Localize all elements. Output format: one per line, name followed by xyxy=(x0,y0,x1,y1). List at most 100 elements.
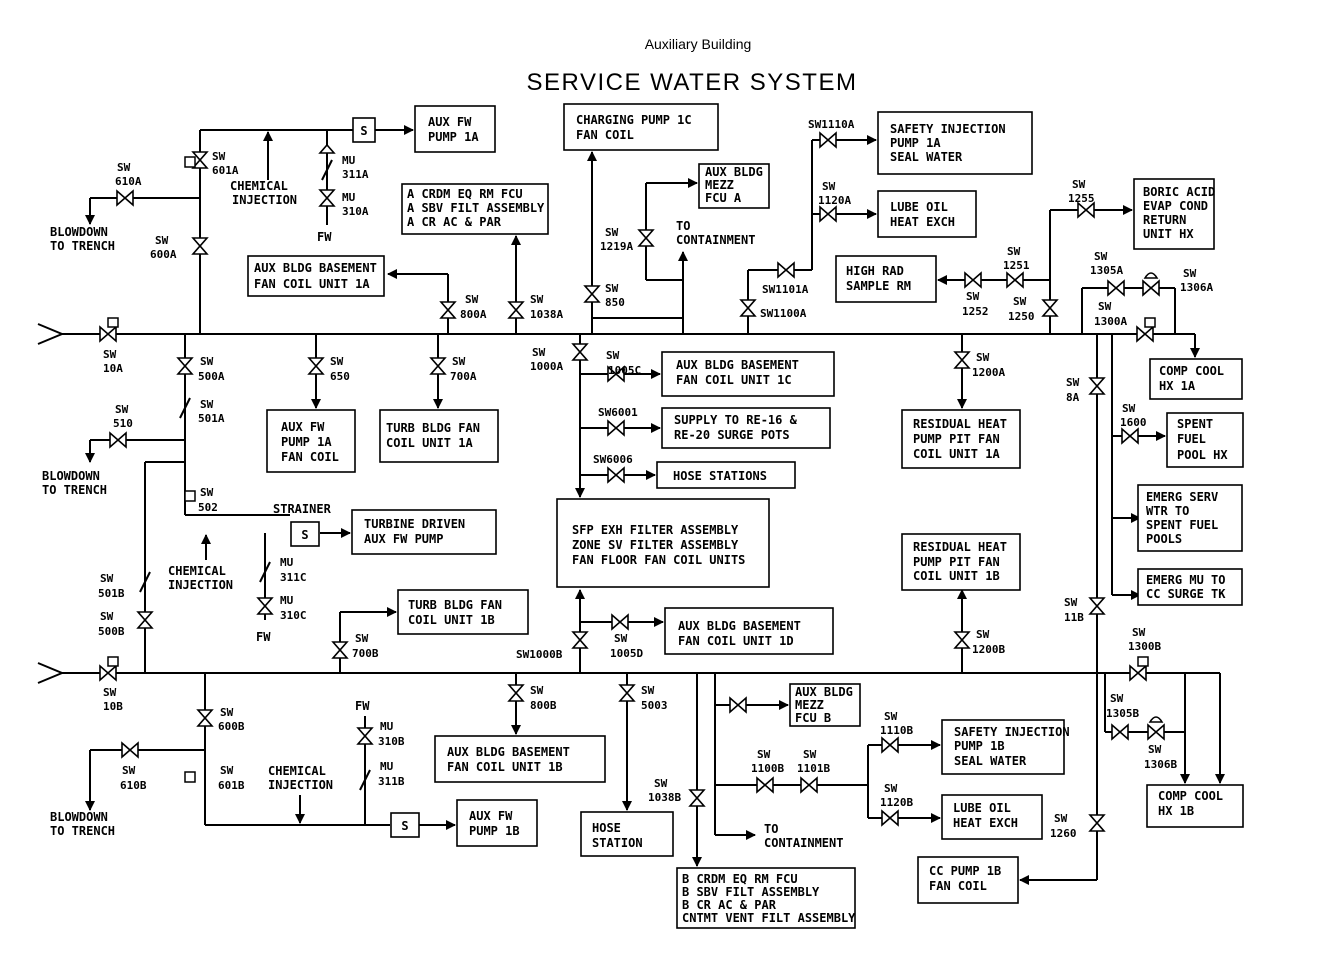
svg-text:SW: SW xyxy=(530,684,544,697)
piping xyxy=(37,125,1225,885)
svg-text:AUX FW: AUX FW xyxy=(469,809,513,823)
label-strainer: STRAINER xyxy=(273,502,332,516)
svg-text:SW: SW xyxy=(122,764,136,777)
svg-text:SW: SW xyxy=(532,346,546,359)
svg-text:INJECTION: INJECTION xyxy=(268,778,333,792)
svg-text:700B: 700B xyxy=(352,647,379,660)
svg-text:COIL UNIT 1A: COIL UNIT 1A xyxy=(913,447,1000,461)
svg-text:FAN COIL UNIT 1A: FAN COIL UNIT 1A xyxy=(254,277,370,291)
svg-text:SW: SW xyxy=(614,632,628,645)
svg-text:SW: SW xyxy=(200,355,214,368)
svg-text:SW1101A: SW1101A xyxy=(762,283,809,296)
svg-text:1306B: 1306B xyxy=(1144,758,1177,771)
svg-text:1120B: 1120B xyxy=(880,796,913,809)
svg-text:SW: SW xyxy=(1013,295,1027,308)
svg-text:TURB BLDG FAN: TURB BLDG FAN xyxy=(386,421,480,435)
svg-text:HEAT EXCH: HEAT EXCH xyxy=(953,816,1018,830)
svg-text:SW: SW xyxy=(1066,376,1080,389)
svg-text:10A: 10A xyxy=(103,362,123,375)
svg-text:SAFETY INJECTION: SAFETY INJECTION xyxy=(890,122,1006,136)
svg-text:CNTMT VENT FILT ASSEMBLY: CNTMT VENT FILT ASSEMBLY xyxy=(682,911,856,925)
svg-text:311A: 311A xyxy=(342,168,369,181)
svg-text:SW: SW xyxy=(976,628,990,641)
svg-text:FAN COIL: FAN COIL xyxy=(281,450,339,464)
svg-text:SW: SW xyxy=(1094,250,1108,263)
svg-text:TO TRENCH: TO TRENCH xyxy=(50,824,115,838)
svg-text:SW: SW xyxy=(117,161,131,174)
svg-text:1200B: 1200B xyxy=(972,643,1005,656)
svg-text:INJECTION: INJECTION xyxy=(232,193,297,207)
svg-text:SW: SW xyxy=(1064,596,1078,609)
svg-text:FAN COIL: FAN COIL xyxy=(929,879,987,893)
svg-text:SW: SW xyxy=(530,293,544,306)
svg-text:SW: SW xyxy=(200,398,214,411)
svg-text:FCU B: FCU B xyxy=(795,711,831,725)
svg-text:CC PUMP 1B: CC PUMP 1B xyxy=(929,864,1001,878)
tag-sw-500a: SW 500A xyxy=(198,355,225,383)
svg-text:800A: 800A xyxy=(460,308,487,321)
diagram-title: SERVICE WATER SYSTEM xyxy=(527,69,858,96)
svg-text:HX 1B: HX 1B xyxy=(1158,804,1194,818)
svg-text:SW1000B: SW1000B xyxy=(516,648,563,661)
svg-text:TO: TO xyxy=(764,822,778,836)
svg-text:FAN COIL UNIT 1B: FAN COIL UNIT 1B xyxy=(447,760,563,774)
svg-text:311B: 311B xyxy=(378,775,405,788)
svg-text:HIGH RAD: HIGH RAD xyxy=(846,264,904,278)
svg-text:510: 510 xyxy=(113,417,133,430)
svg-text:PUMP 1B: PUMP 1B xyxy=(954,739,1005,753)
svg-text:SW: SW xyxy=(1148,743,1162,756)
svg-text:SAMPLE RM: SAMPLE RM xyxy=(846,279,911,293)
svg-text:ZONE SV FILTER ASSEMBLY: ZONE SV FILTER ASSEMBLY xyxy=(572,538,739,552)
tag-sw-6001: SW6001 xyxy=(598,406,638,419)
svg-text:850: 850 xyxy=(605,296,625,309)
tag-sw-1200b: SW 1200B xyxy=(972,628,1005,656)
svg-text:CHEMICAL: CHEMICAL xyxy=(268,764,326,778)
svg-text:SW: SW xyxy=(757,748,771,761)
svg-text:A SBV FILT ASSEMBLY: A SBV FILT ASSEMBLY xyxy=(407,201,545,215)
svg-text:500A: 500A xyxy=(198,370,225,383)
svg-text:1252: 1252 xyxy=(962,305,989,318)
svg-text:COIL UNIT 1B: COIL UNIT 1B xyxy=(913,569,1000,583)
label-fw-b: FW xyxy=(355,699,370,713)
svg-text:600B: 600B xyxy=(218,720,245,733)
svg-text:SW: SW xyxy=(1132,626,1146,639)
svg-text:PUMP 1A: PUMP 1A xyxy=(281,435,332,449)
svg-text:1306A: 1306A xyxy=(1180,281,1213,294)
svg-text:HX 1A: HX 1A xyxy=(1159,379,1196,393)
svg-text:FAN COIL UNIT 1C: FAN COIL UNIT 1C xyxy=(676,373,792,387)
svg-text:FAN COIL UNIT 1D: FAN COIL UNIT 1D xyxy=(678,634,794,648)
svg-text:1200A: 1200A xyxy=(972,366,1005,379)
svg-text:SW6006: SW6006 xyxy=(593,453,633,466)
